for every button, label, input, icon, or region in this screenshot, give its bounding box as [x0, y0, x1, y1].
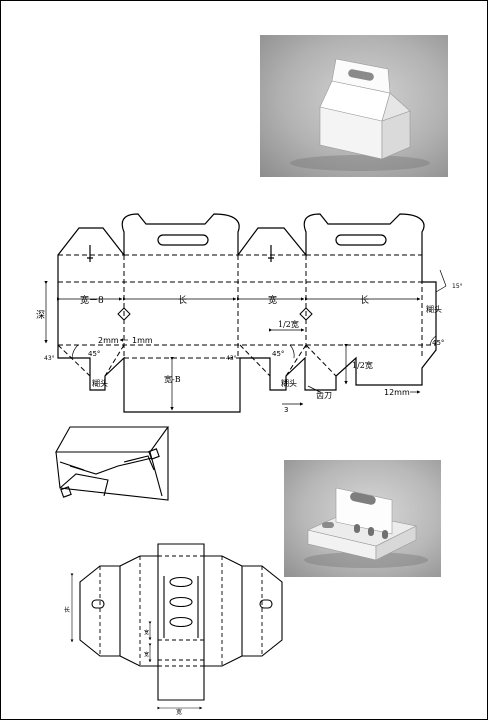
gable-box-labels: 宽－8 长 宽 长 深 糊头 2mm 1mm 宽-B 糊头 糊头 1/2宽 1/…: [36, 283, 463, 414]
label-width-minus-b: 宽-B: [164, 374, 181, 384]
tray-label-width: 宽: [176, 708, 182, 716]
tray-label-small-a: 宽: [144, 629, 149, 636]
fold-perspective-sketch: [55, 426, 170, 501]
label-width-minus-8: 宽－8: [80, 294, 104, 306]
gable-box-lock-marks: [117, 307, 313, 321]
label-glue-flap-bottom-2: 糊头: [281, 378, 297, 388]
label-half-width-top: 1/2宽: [278, 319, 299, 329]
label-half-width-right: 1/2宽: [352, 360, 373, 370]
label-angle-43-a: 43°: [44, 355, 55, 362]
gable-box-illustration: [290, 58, 430, 171]
label-12mm: 12mm: [384, 388, 410, 397]
label-tooth-knife: 齿刀: [316, 391, 332, 400]
tray-dimensions: [70, 573, 203, 710]
label-angle-15: 15°: [452, 283, 463, 290]
carrier-tray-illustration: [304, 487, 428, 568]
label-angle-45-c: 45°: [432, 339, 444, 347]
gable-box-dieline: [57, 213, 437, 413]
label-length: 长: [178, 294, 187, 306]
label-depth: 深: [36, 310, 45, 321]
gable-box-fold-lines: [57, 254, 436, 377]
label-2mm: 2mm: [98, 336, 119, 345]
label-glue-flap-side: 糊头: [426, 304, 442, 314]
label-width: 宽: [268, 294, 277, 306]
tray-dieline: [79, 543, 283, 701]
label-length-2: 长: [360, 294, 369, 306]
tray-label-small-b: 宽: [144, 651, 149, 658]
label-angle-45-a: 45°: [88, 350, 100, 358]
tray-fold-lines: [99, 555, 263, 667]
label-angle-43-b: 43°: [226, 355, 237, 362]
gable-box-photo: [260, 35, 448, 177]
tray-labels: 长 宽 宽 宽: [64, 606, 182, 716]
gable-box-dimensions: [44, 269, 447, 411]
carrier-tray-photo: [284, 460, 441, 577]
label-angle-45-b: 45°: [272, 350, 284, 358]
label-3mm: 3: [284, 406, 288, 414]
label-1mm: 1mm: [132, 336, 153, 345]
tray-label-length: 长: [64, 606, 70, 614]
label-glue-flap-bottom-1: 糊头: [92, 378, 108, 388]
